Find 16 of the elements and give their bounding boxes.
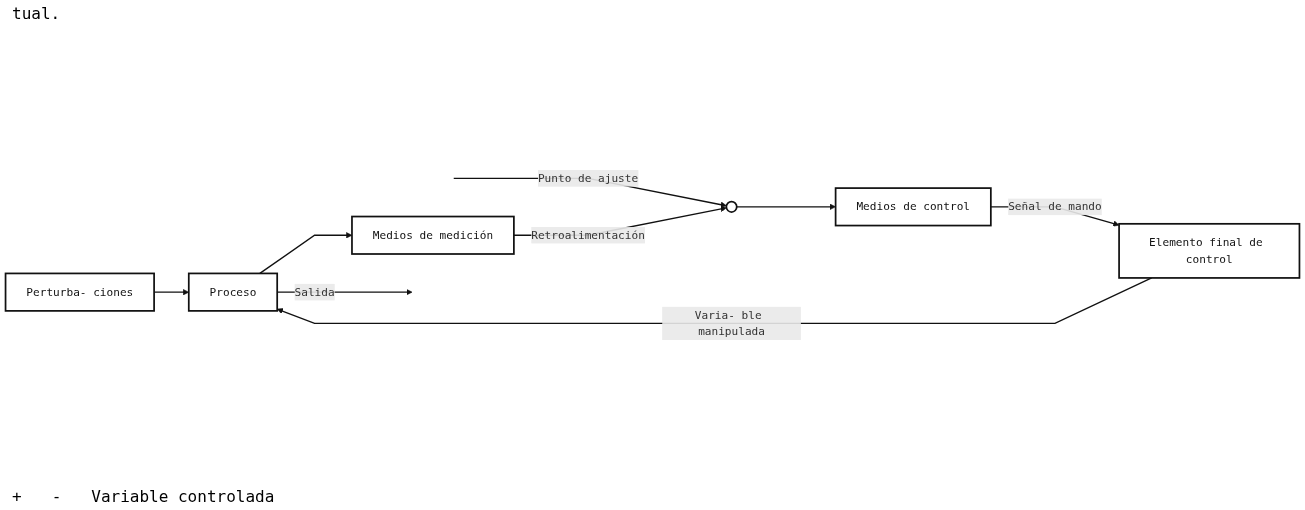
- node-box: Perturba- ciones: [4, 272, 155, 312]
- edge-label: Varia- ble manipulada: [694, 308, 765, 338]
- node-box: Medios de medición: [351, 215, 515, 255]
- note-text: +: [12, 487, 22, 506]
- node-box: Medios de control: [834, 187, 992, 227]
- edge-label: Retroalimentación: [531, 228, 645, 242]
- edge-label: Punto de ajuste: [537, 171, 639, 185]
- note-text: tual.: [12, 4, 61, 23]
- edge-label: Salida: [294, 285, 335, 299]
- edge-label: Señal de mando: [1008, 199, 1102, 214]
- node-circle: [725, 200, 738, 213]
- node-box: Elemento final de control: [1118, 222, 1301, 279]
- node-box: Proceso: [187, 272, 279, 312]
- arrow: [736, 203, 836, 210]
- note-text: Variable controlada: [91, 487, 275, 506]
- note-text: -: [51, 487, 62, 506]
